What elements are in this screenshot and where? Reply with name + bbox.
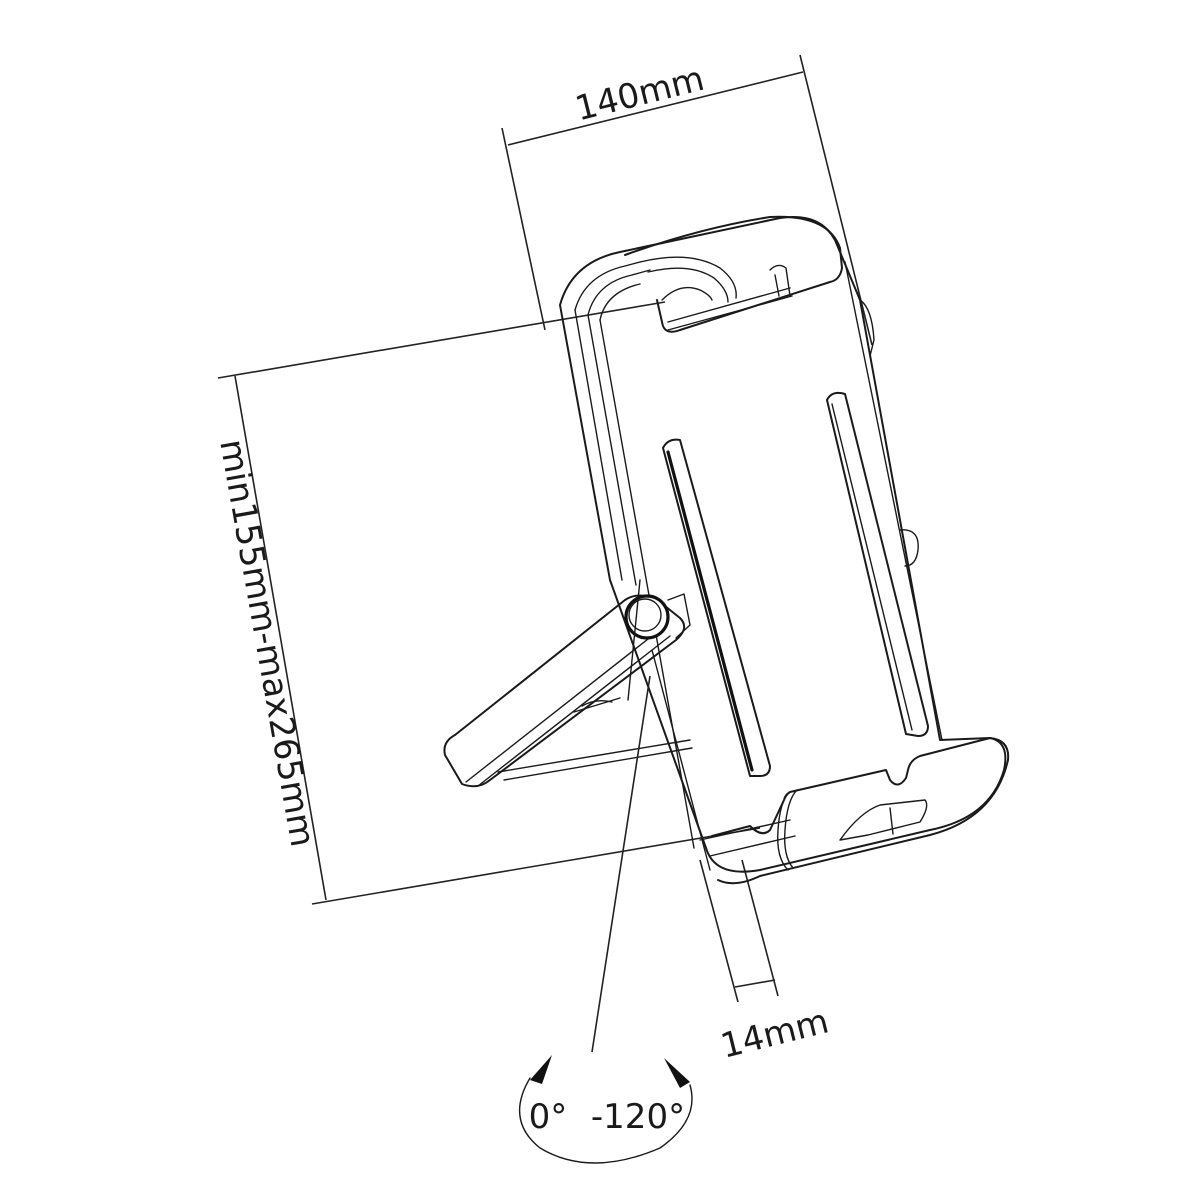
pivot-axis-line <box>591 675 651 1053</box>
rotation-arrow-left-icon <box>530 1055 552 1084</box>
width-label: 140mm <box>571 59 708 130</box>
width-dimension: 140mm <box>501 54 873 346</box>
rotation-end-label: -120° <box>591 1097 685 1137</box>
rotation-arrow-right-icon <box>664 1058 690 1088</box>
depth-label: 14mm <box>717 1001 833 1066</box>
kickstand <box>443 579 711 871</box>
depth-dimension: 14mm <box>699 859 833 1067</box>
right-slot <box>826 391 929 737</box>
left-slot <box>662 438 771 777</box>
height-range-label: min155mm-max265mm <box>211 436 322 849</box>
height-dimension: min155mm-max265mm <box>211 301 761 905</box>
rotation-indicator: 0° -120° <box>518 1055 693 1164</box>
rotation-start-label: 0° <box>529 1097 568 1137</box>
back-plate <box>559 216 1007 873</box>
top-clamp <box>624 215 843 333</box>
hinge-knob <box>624 594 670 640</box>
bottom-tray <box>699 737 1010 885</box>
